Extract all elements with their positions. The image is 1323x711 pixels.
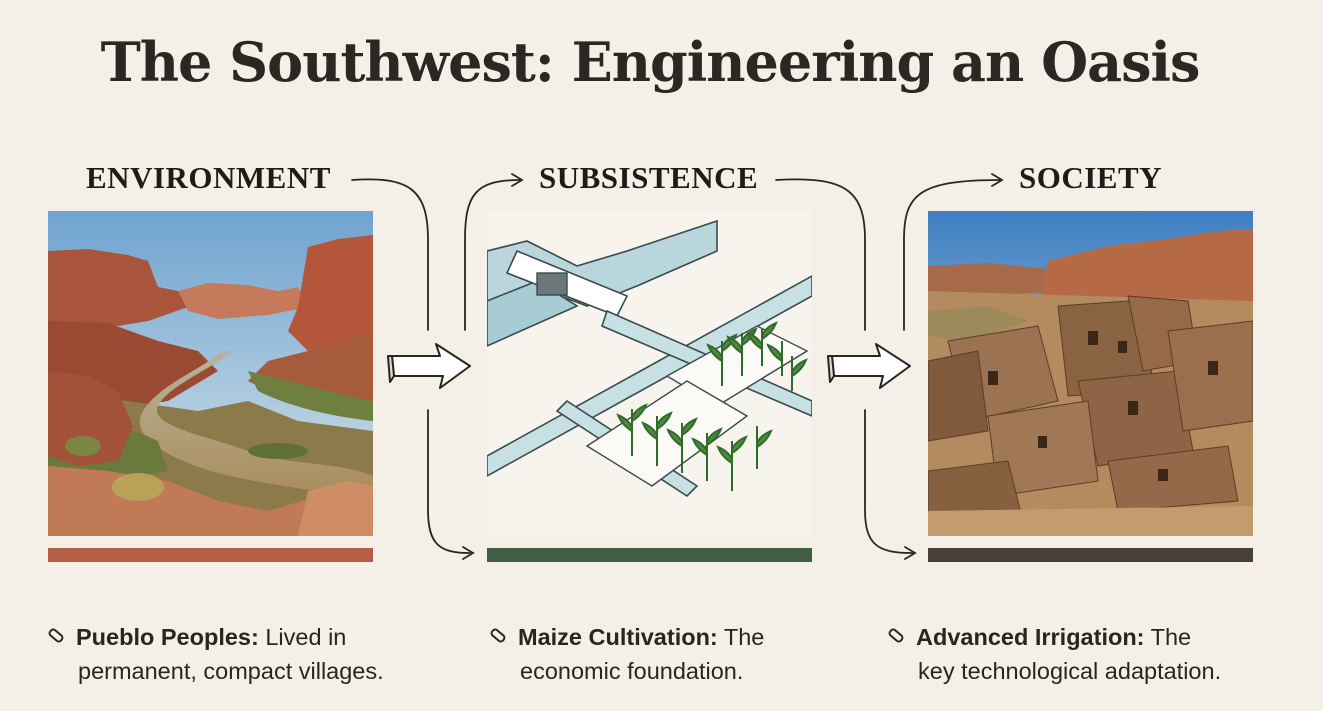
page-title: The Southwest: Engineering an Oasis: [100, 30, 1201, 94]
bullet-icon: [488, 626, 508, 645]
environment-canyon-image: [48, 211, 373, 536]
heading-subsistence: SUBSISTENCE: [539, 160, 759, 195]
society-color-bar: [928, 548, 1253, 562]
flow-arrow-icon: [387, 343, 471, 389]
bullet-icon: [46, 626, 66, 645]
bullet-icon: [886, 626, 906, 645]
subsistence-color-bar: [487, 548, 812, 562]
subsistence-irrigation-drawing: [487, 211, 812, 536]
society-pueblo-ruins-image: [928, 211, 1253, 536]
heading-environment: ENVIRONMENT: [86, 160, 331, 195]
society-note: Advanced Irrigation: The key technologic…: [886, 620, 1308, 688]
environment-note: Pueblo Peoples: Lived in permanent, comp…: [46, 620, 428, 688]
flow-arrow-icon: [827, 343, 911, 389]
environment-color-bar: [48, 548, 373, 562]
heading-society: SOCIETY: [1019, 160, 1163, 195]
subsistence-note: Maize Cultivation: The economic foundati…: [488, 620, 870, 688]
